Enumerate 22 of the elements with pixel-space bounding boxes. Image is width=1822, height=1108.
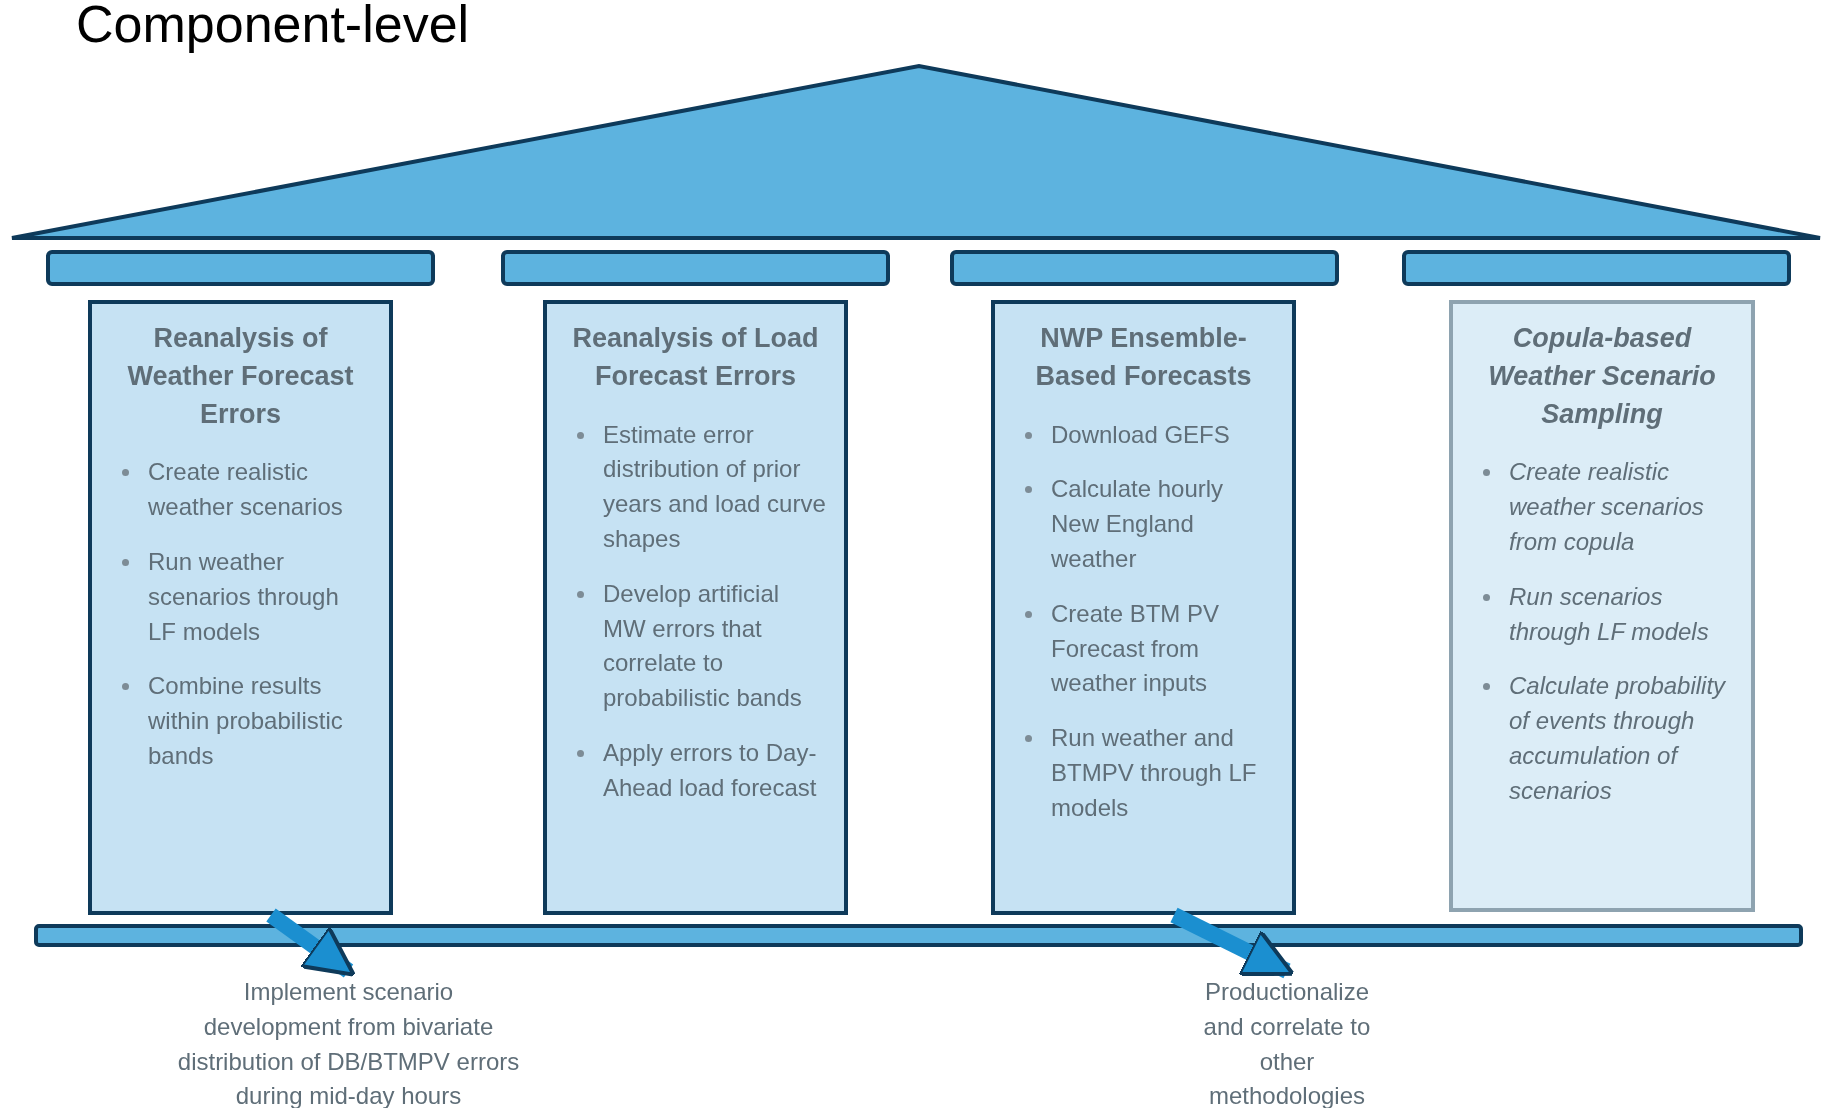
pillar-heading: Copula-based Weather Scenario Sampling [1487,322,1717,431]
pillar-heading: Reanalysis of Load Forecast Errors [571,322,820,393]
pillar-box [1449,300,1755,912]
bullet-text: Run weather scenarios through LF models [148,548,339,645]
bullet-text: Calculate probability of events through accumulation of scenarios [1509,672,1726,804]
bullet-text: Calculate hourly New England weather [1051,475,1224,572]
pillar-box [88,300,393,915]
bullet-text: Create BTM PV Forecast from weather inputs [1051,599,1220,697]
bullet-text: Run weather and BTMPV through LF models [1051,724,1257,821]
bullet-text: Combine results within probabilistic bands [148,672,343,769]
bullet-text: Run scenarios through LF models [1509,582,1709,645]
pillar-heading: Reanalysis of Weather Forecast Errors [126,322,355,431]
pillar-heading: NWP Ensemble-Based Forecasts [1034,322,1253,393]
bullet-text: Create realistic weather scenarios [148,458,343,521]
pillar-box [543,300,848,915]
bullet-text: Download GEFS [1051,420,1230,448]
bullet-text: Estimate error distribution of prior years and load curve shapes [603,420,826,552]
bullet-text: Develop artificial MW errors that correlate to probabilistic bands [603,579,802,712]
bullet-text: Create realistic weather scenarios from copula [1509,458,1704,555]
bullet-text: Apply errors to Day-Ahead load forecast [603,738,817,801]
pillar-box [991,300,1296,915]
title: Component-level [76,0,470,54]
